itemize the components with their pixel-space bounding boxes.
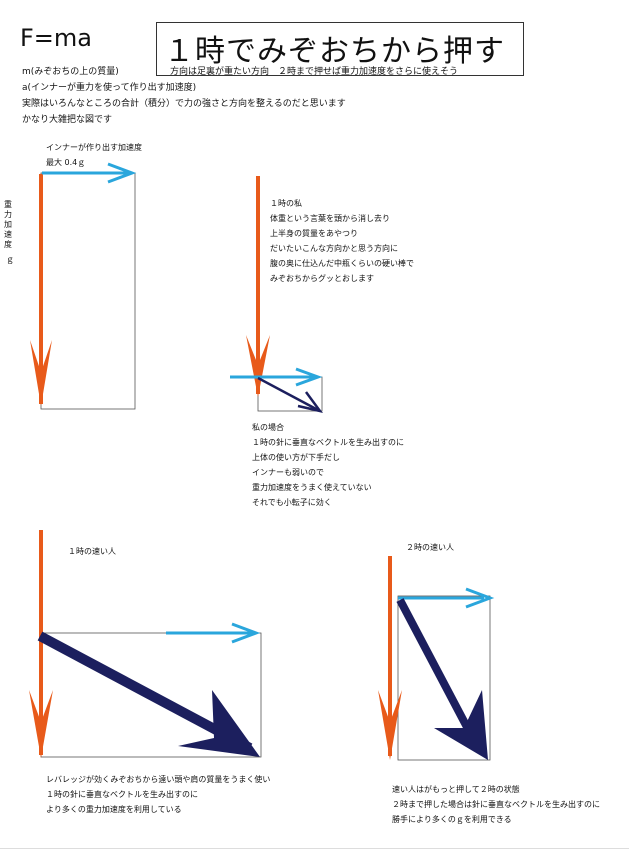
diagram-3 [29,530,262,758]
inner-max-label: 最大 0.4ｇ [46,158,86,167]
d2-case-line: 重力加速度をうまく使えていない [252,483,372,492]
d2-text-block: １時の私 体重という言葉を頭から消し去り 上半身の質量をあやつり だいたいこんな… [270,196,414,286]
d3-heading: １時の速い人 [68,547,116,556]
d1-frame [40,172,136,410]
d3-line: より多くの重力加速度を利用している [46,805,182,814]
diagram-2 [230,176,323,413]
d4-result-arrow [396,598,482,750]
d3-gravity-arrowhead [29,690,53,758]
d2-line: 体重という言葉を頭から消し去り [270,214,390,223]
d2-case-block: 私の場合 １時の針に垂直なベクトルを生み出すのに 上体の使い方が下手だし インナ… [252,420,404,510]
intro-line-integral: 実際はいろんなところの合計（積分）で力の強さと方向を整えるのだと思います [22,99,346,109]
d4-line: ２時まで押した場合は針に垂直なベクトルを生み出すのに [392,800,600,809]
d1-inner-arrowhead [107,162,137,184]
d2-line: みぞおちからグッとおします [270,274,374,283]
d4-gravity-arrowhead [378,690,402,760]
d2-line: 腹の奥に仕込んだ中瓶くらいの硬い棒で [270,259,414,268]
d4-text-block: 速い人はがもっと押して２時の状態 ２時まで押した場合は針に垂直なベクトルを生み出… [392,782,600,827]
d4-heading: ２時の速い人 [406,543,454,552]
d2-case-heading: 私の場合 [252,423,284,432]
d4-line: 速い人はがもっと押して２時の状態 [392,785,520,794]
page-bottom-rule [0,848,629,849]
d3-text-block: レバレッジが効くみぞおちから遠い頭や肩の質量をうまく使い １時の針に垂直なベクト… [46,772,270,817]
d3-line: レバレッジが効くみぞおちから遠い頭や肩の質量をうまく使い [46,775,271,784]
intro-block: m(みぞおちの上の質量) a(インナーが重力を使って作り出す加速度) 実際はいろ… [22,64,346,128]
d2-inner-arrowhead [295,367,323,387]
formula: F=ma [20,24,92,52]
diagram-1 [30,162,137,410]
d4-result-arrowhead [434,690,488,760]
page-title: １時でみぞおちから押す [164,34,505,69]
d2-heading: １時の私 [270,199,302,208]
d1-gravity-arrowhead [30,340,52,406]
d4-inner-arrowhead [465,587,495,609]
title-box [156,22,524,76]
d3-inner-arrowhead [231,622,261,644]
intro-line-m: m(みぞおちの上の質量) [22,67,119,77]
d2-case-line: １時の針に垂直なベクトルを生み出すのに [252,438,404,447]
d2-line: だいたいこんな方向かと思う方向に [270,244,398,253]
d2-case-line: それでも小転子に効く [252,498,332,507]
diagram-4 [378,556,495,761]
page-subtitle: 方向は足裏が重たい方向 ２時まで押せば重力加速度をさらに使えそう [170,67,459,77]
d2-case-line: インナーも弱いので [252,468,324,477]
d2-line: 上半身の質量をあやつり [270,229,358,238]
d2-case-line: 上体の使い方が下手だし [252,453,340,462]
intro-line-a: a(インナーが重力を使って作り出す加速度) [22,83,197,93]
d3-line: １時の針に垂直なベクトルを生み出すのに [46,790,198,799]
d4-frame [397,595,491,761]
d2-gravity-arrowhead [246,335,270,397]
gravity-g-label: ｇ [6,255,14,264]
d4-line: 勝手により多くのｇを利用できる [392,815,512,824]
d2-result-arrow [257,376,319,412]
inner-accel-label: インナーが作り出す加速度 [46,143,142,152]
gravity-side-label: 重力加速度 [4,200,12,249]
intro-line-rough: かなり大雑把な図です [22,115,113,125]
d3-result-arrowhead [178,690,260,757]
d2-result-arrowhead [297,391,323,413]
